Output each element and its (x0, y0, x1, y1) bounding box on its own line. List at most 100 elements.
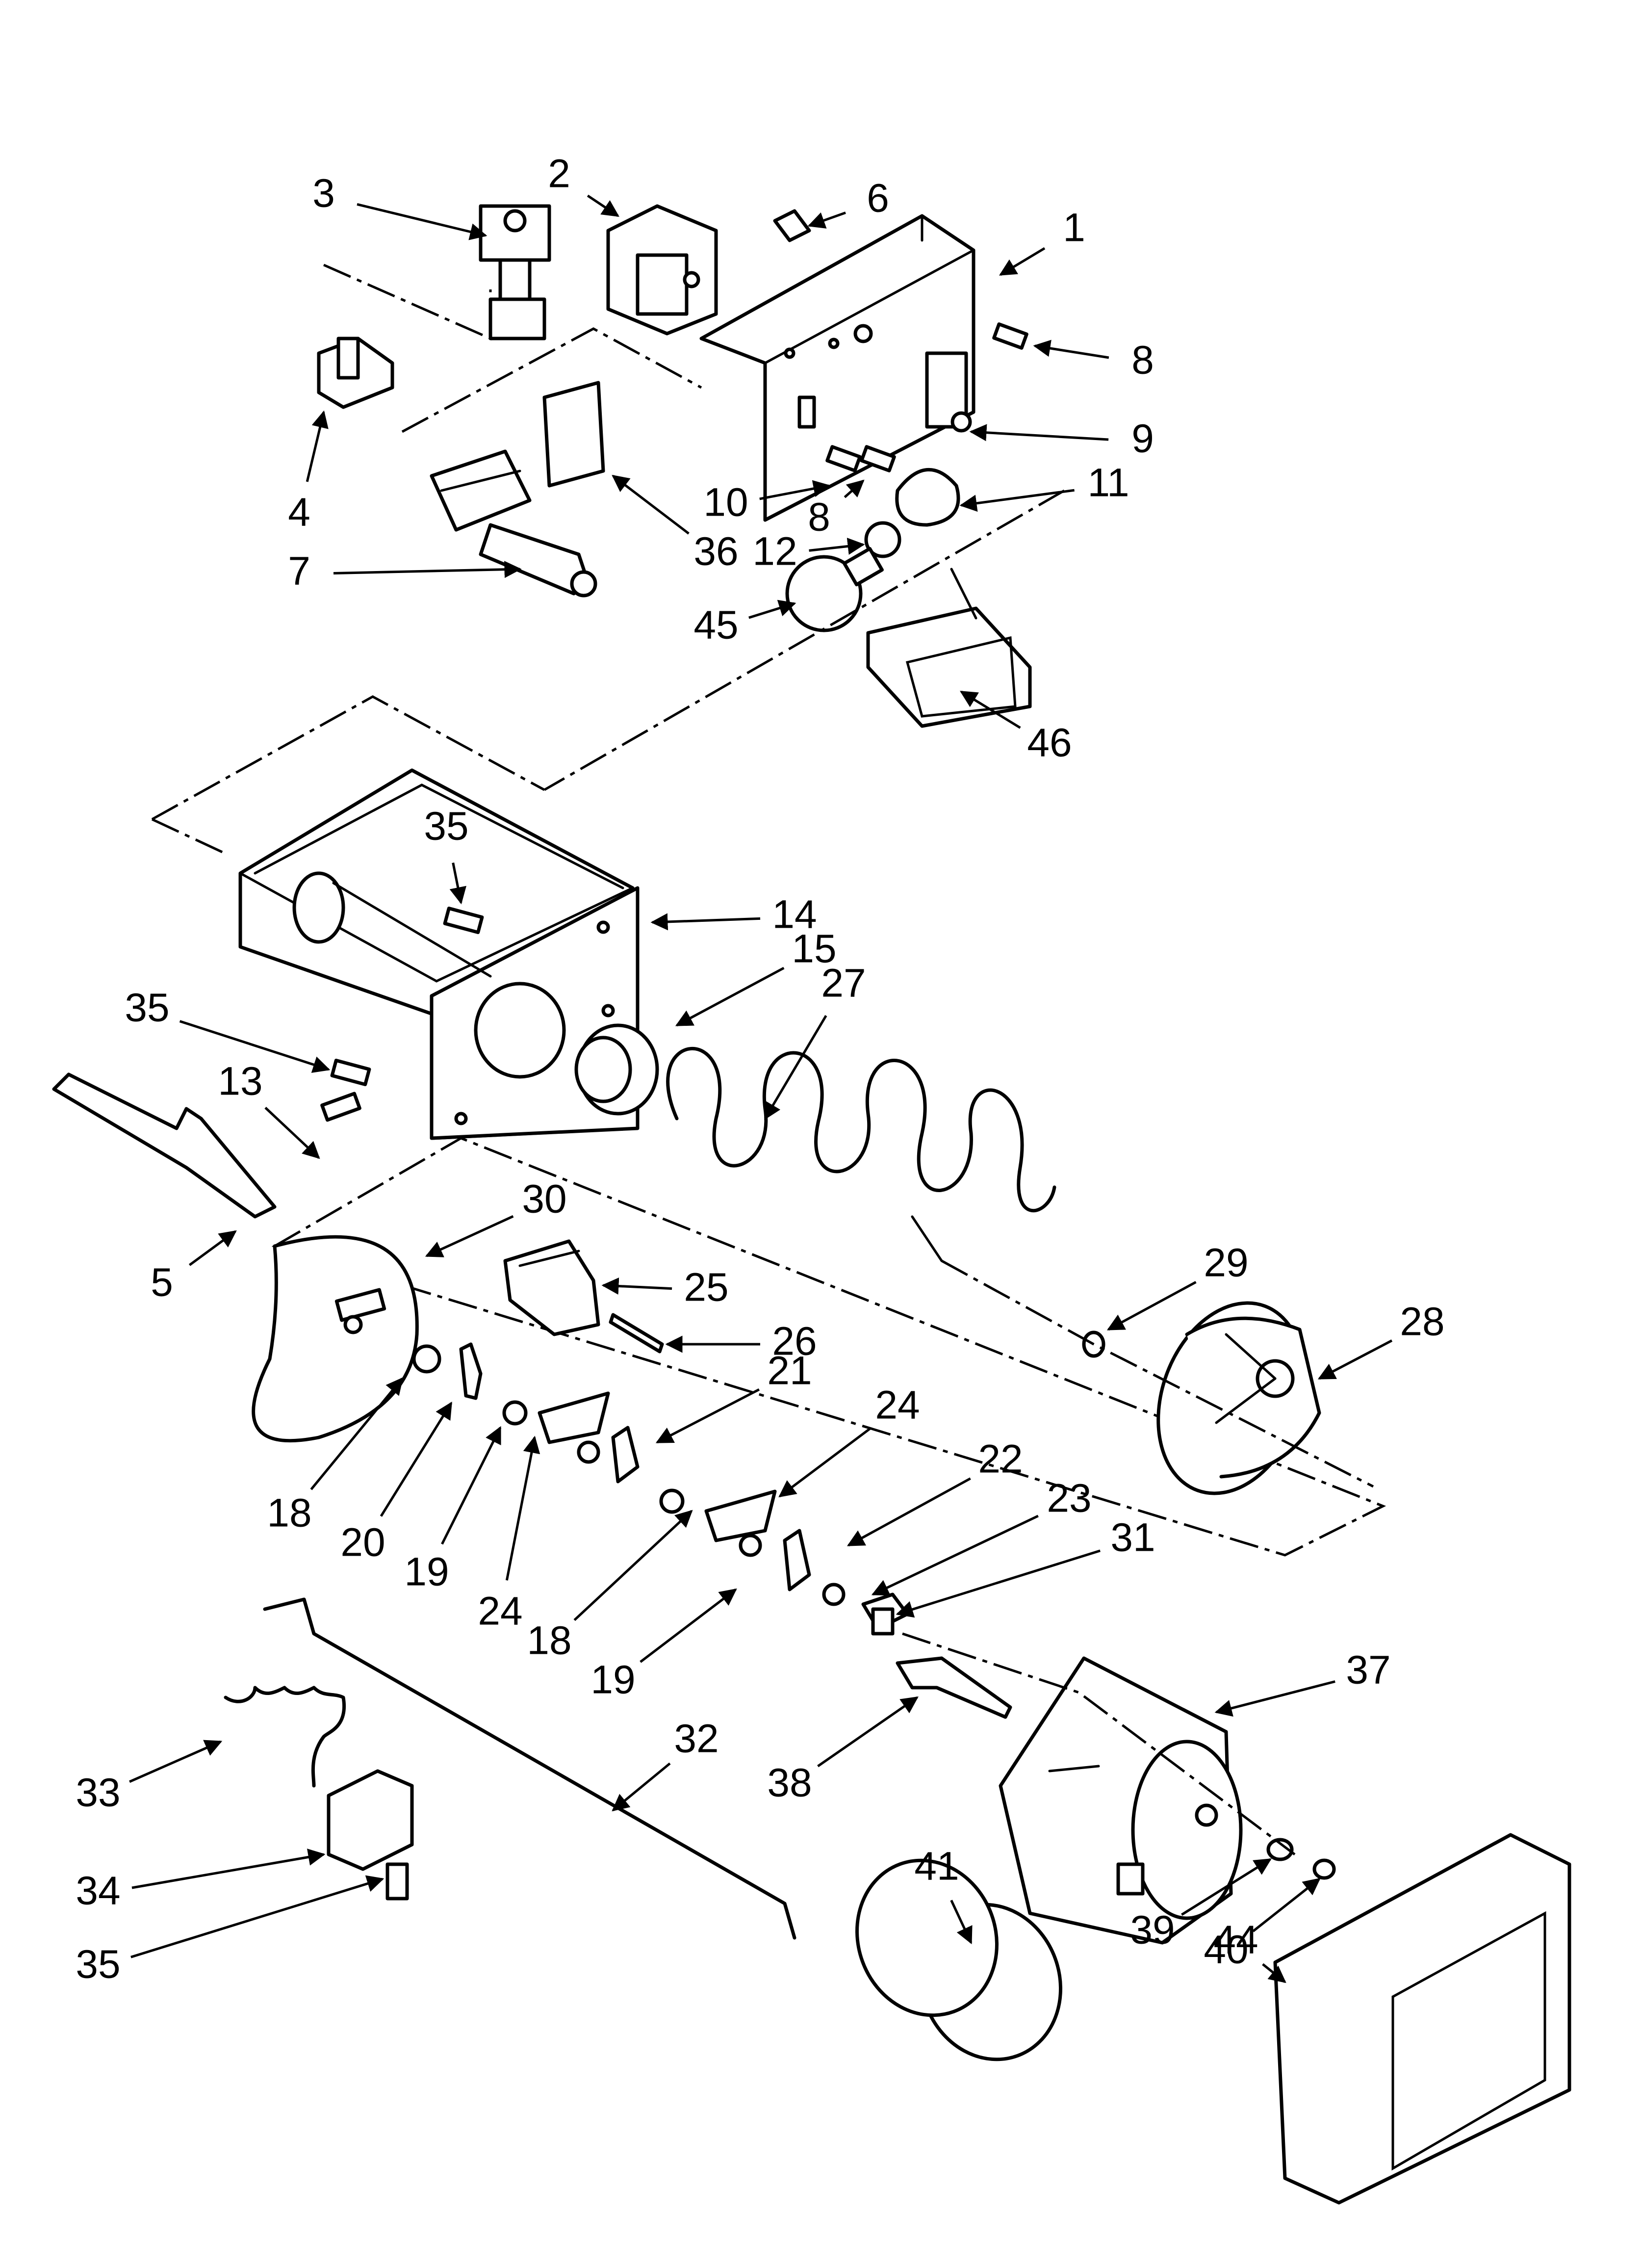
callout-leader-c20 (380, 1402, 453, 1517)
callout-label-c3: 3 (312, 171, 335, 216)
bail-wire-part (263, 1597, 796, 1940)
callout-leader-c7 (333, 561, 522, 578)
callout-label-c4: 4 (288, 490, 310, 535)
callout-leader-c15 (675, 966, 785, 1027)
valve-bracket-part (317, 337, 394, 409)
callout-leader-c38 (817, 1696, 919, 1768)
coupler-31 (871, 1607, 895, 1636)
callout-leader-c12 (809, 538, 865, 555)
callout-label-c35c: 35 (76, 1942, 120, 1987)
callout-label-c36: 36 (693, 529, 738, 574)
callout-label-c18a: 18 (267, 1491, 311, 1536)
callout-leader-c18a (310, 1377, 404, 1490)
bracket-34 (327, 1769, 414, 1871)
spring-33 (224, 1686, 346, 1788)
callout-label-c9: 9 (1131, 417, 1154, 461)
callout-leader-c46 (960, 690, 1021, 729)
callout-leader-c31 (896, 1549, 1101, 1618)
motor-part (999, 1656, 1243, 1945)
callout-label-c35a: 35 (424, 804, 468, 849)
callout-leader-c36 (612, 474, 690, 535)
callout-label-c35b: 35 (125, 986, 169, 1030)
callout-label-c14: 14 (772, 892, 817, 937)
callout-label-c24a: 24 (478, 1589, 522, 1634)
callout-leader-c35a (449, 862, 466, 905)
callout-label-c12: 12 (752, 529, 797, 574)
callout-leader-c18b (573, 1510, 693, 1621)
callout-label-c45: 45 (693, 603, 738, 648)
callout-label-c38: 38 (767, 1761, 812, 1805)
callout-leader-c37 (1214, 1680, 1335, 1717)
callout-label-c39: 39 (1130, 1908, 1175, 1953)
screws-35 (320, 906, 484, 1901)
callout-label-c30: 30 (522, 1177, 566, 1222)
callout-label-c44: 44 (1213, 1918, 1258, 1962)
transformer-part (606, 204, 718, 336)
washers-39-40 (1266, 1838, 1336, 1880)
callout-label-c5: 5 (151, 1260, 173, 1305)
ice-bucket-front-44 (1273, 1833, 1571, 2205)
shaft-pin-part (609, 1313, 664, 1354)
callout-label-c28: 28 (1400, 1300, 1444, 1344)
callout-label-c37: 37 (1346, 1648, 1390, 1693)
callout-leader-c39 (1181, 1858, 1272, 1916)
callout-leader-c35b (179, 1020, 331, 1073)
callout-leader-c33 (129, 1740, 223, 1783)
callout-label-c41: 41 (914, 1844, 959, 1889)
callout-label-c26: 26 (772, 1319, 817, 1364)
callout-label-c18b: 18 (527, 1618, 571, 1663)
callout-label-c33: 33 (76, 1771, 120, 1815)
callout-leader-c30 (425, 1215, 514, 1257)
callout-label-c23: 23 (1047, 1476, 1091, 1521)
light-lens-part (866, 568, 1032, 728)
light-bulb-part (785, 547, 884, 632)
callout-label-c24b: 24 (875, 1383, 920, 1428)
callout-label-c32: 32 (674, 1717, 718, 1761)
callout-label-c31: 31 (1110, 1515, 1155, 1560)
insulation-pad-part (542, 381, 605, 488)
switch-part (925, 351, 972, 433)
callout-leader-c6 (807, 211, 846, 229)
callout-label-c7: 7 (288, 549, 310, 594)
bearing-part (574, 1023, 659, 1116)
screws-8-10 (825, 322, 1028, 472)
motor-mount-41 (855, 1858, 1062, 2061)
callout-leader-c13 (264, 1107, 320, 1159)
callout-label-c8a: 8 (1131, 338, 1154, 383)
callout-leader-c44 (1262, 1963, 1286, 1983)
callout-leader-c23 (871, 1514, 1039, 1596)
crusher-blade-holder-part (503, 1239, 600, 1336)
callout-leader-c22 (847, 1477, 971, 1547)
auger-spring-part (666, 1046, 1056, 1262)
callout-leader-c11 (959, 489, 1075, 512)
callout-label-c2: 2 (548, 152, 570, 196)
callout-leader-c9 (969, 424, 1109, 442)
callout-leader-c24a (505, 1435, 540, 1581)
callout-label-c1: 1 (1063, 206, 1085, 250)
water-valve-part (479, 204, 551, 340)
callout-leader-c28 (1317, 1339, 1393, 1380)
callout-label-c11: 11 (1087, 461, 1129, 505)
callout-leader-c8a (1033, 339, 1109, 359)
callout-leader-c32 (612, 1762, 671, 1812)
callout-leader-c1 (999, 247, 1046, 276)
light-socket-part (864, 468, 960, 558)
callout-leader-c14 (650, 913, 761, 931)
callout-label-c10: 10 (703, 480, 748, 525)
callout-label-c27: 27 (821, 961, 866, 1006)
callout-label-c46: 46 (1027, 721, 1072, 765)
bin-slide-part (52, 1072, 277, 1219)
callout-leader-c8b (844, 479, 865, 498)
callout-label-c8b: 8 (808, 495, 830, 540)
callout-leader-c21 (655, 1388, 760, 1444)
callout-label-c19a: 19 (404, 1550, 449, 1594)
callout-label-c15: 15 (792, 927, 836, 971)
callout-label-c40: 40 (1204, 1928, 1248, 1972)
callout-leader-c35c (130, 1875, 385, 1958)
callout-leader-c3 (357, 203, 487, 240)
callout-label-c21: 21 (767, 1349, 812, 1393)
callout-leader-c2 (587, 194, 619, 217)
callout-label-c20: 20 (340, 1520, 385, 1565)
callout-label-c6: 6 (867, 176, 889, 221)
